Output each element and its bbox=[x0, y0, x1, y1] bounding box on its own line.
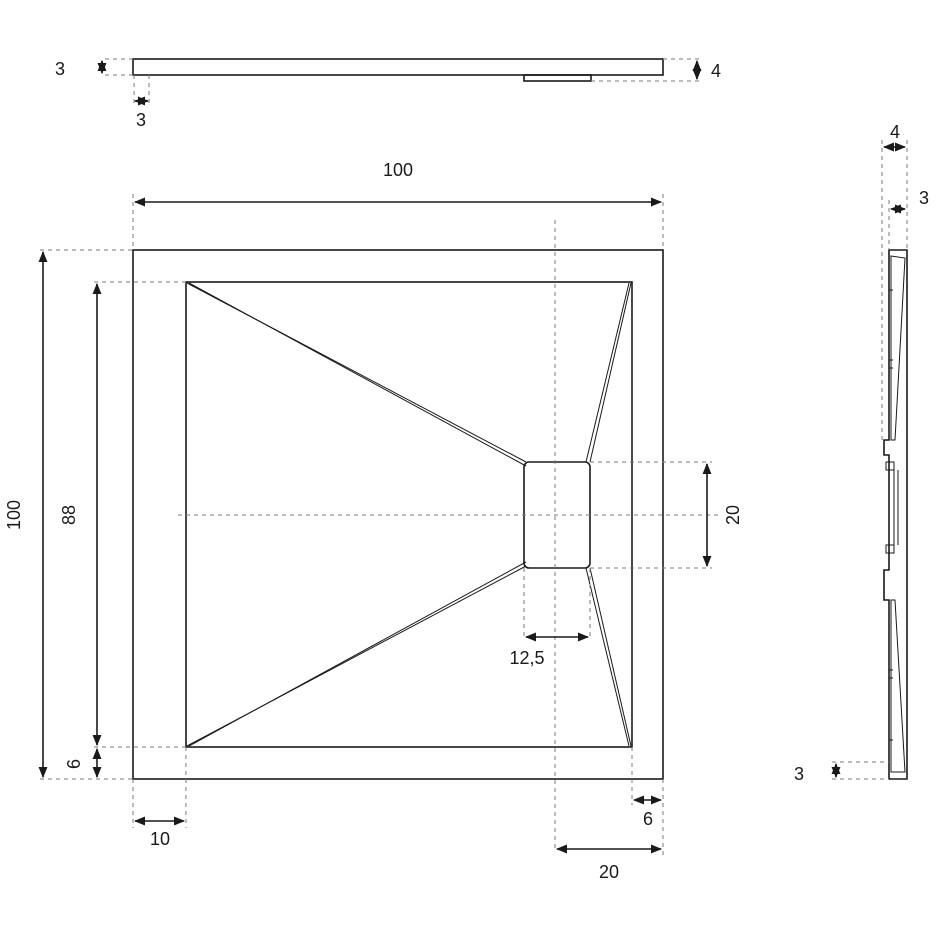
top-view-height-left-label: 3 bbox=[55, 59, 65, 79]
top-view-offset-label: 3 bbox=[136, 110, 146, 130]
side-total-label: 4 bbox=[890, 122, 900, 142]
drain-height-label: 20 bbox=[723, 505, 743, 525]
drain-offset-label: 20 bbox=[599, 862, 619, 882]
left-margin-label: 10 bbox=[150, 829, 170, 849]
top-view-drain-outlet bbox=[523, 74, 592, 82]
overall-width-label: 100 bbox=[383, 160, 413, 180]
side-profile-view: 4 3 3 bbox=[794, 122, 929, 784]
plan-view: 100 100 88 6 bbox=[4, 160, 743, 882]
top-view-tray-slab bbox=[132, 58, 664, 76]
drain-width-label: 12,5 bbox=[509, 648, 544, 668]
right-margin-label: 6 bbox=[643, 809, 653, 829]
overall-height-label: 100 bbox=[4, 500, 24, 530]
inner-height-label: 88 bbox=[59, 505, 79, 525]
bottom-margin-label: 6 bbox=[64, 759, 84, 769]
tray-outer-edge bbox=[132, 249, 664, 780]
side-profile-body bbox=[883, 249, 908, 780]
side-top-label: 3 bbox=[919, 188, 929, 208]
top-view-height-right-label: 4 bbox=[711, 61, 721, 81]
top-elevation-view: 3 3 4 bbox=[55, 58, 721, 130]
slope-grooves bbox=[186, 282, 632, 747]
side-bottom-label: 3 bbox=[794, 764, 804, 784]
